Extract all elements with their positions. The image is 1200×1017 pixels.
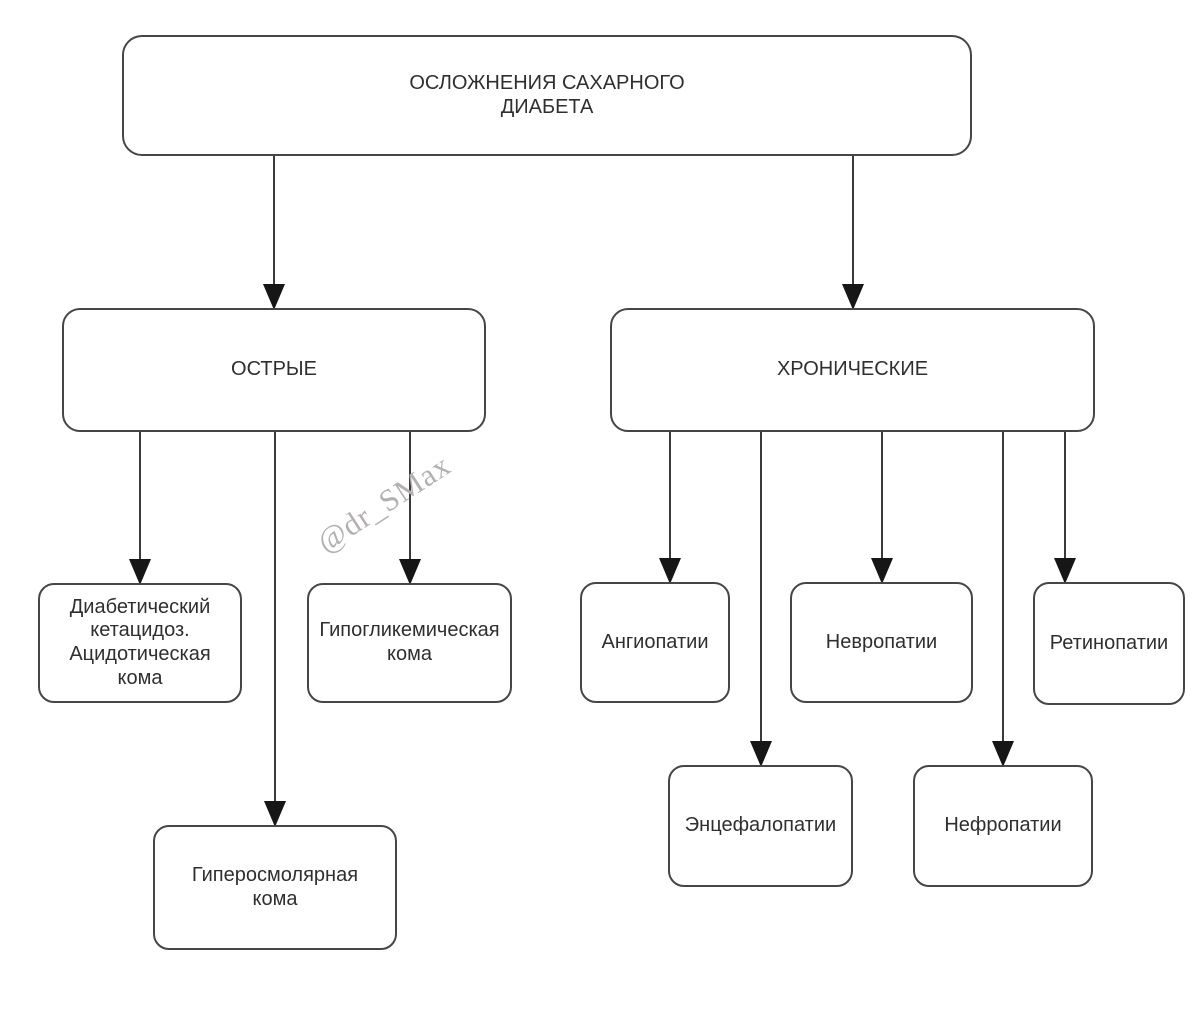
arrowhead-icon — [129, 559, 151, 585]
arrowhead-icon — [263, 284, 285, 310]
node-hyperosmolar-coma: Гиперосмолярная кома — [153, 825, 397, 950]
node-label: ХРОНИЧЕСКИЕ — [776, 358, 929, 381]
arrowhead-icon — [659, 558, 681, 584]
arrowhead-icon — [992, 741, 1014, 767]
node-nephropathies: Нефропатии — [913, 765, 1093, 887]
node-label: Невропатии — [825, 630, 938, 653]
node-neuropathies: Невропатии — [790, 582, 973, 703]
node-label: Гиперосмолярная кома — [191, 863, 359, 910]
node-complications-of-diabetes: ОСЛОЖНЕНИЯ САХАРНОГО ДИАБЕТА — [122, 35, 972, 156]
node-acute: ОСТРЫЕ — [62, 308, 486, 432]
arrowhead-icon — [750, 741, 772, 767]
node-label: Диабетический кетацидоз. Ацидотическая к… — [69, 595, 211, 689]
watermark-text: @dr_SMax — [310, 447, 457, 560]
node-hypoglycemic-coma: Гипогликемическая кома — [307, 583, 512, 703]
node-label: Энцефалопатии — [684, 814, 837, 837]
node-label: Ангиопатии — [601, 630, 709, 653]
arrowhead-icon — [1054, 558, 1076, 584]
node-angiopathies: Ангиопатии — [580, 582, 730, 703]
arrowhead-icon — [842, 284, 864, 310]
node-label: Гипогликемическая кома — [319, 619, 500, 665]
node-diabetic-ketoacidosis-coma: Диабетический кетацидоз. Ацидотическая к… — [38, 583, 242, 703]
node-label: Ретинопатии — [1049, 631, 1169, 654]
arrowhead-icon — [871, 558, 893, 584]
node-label: ОСТРЫЕ — [231, 358, 317, 381]
arrowhead-icon — [264, 801, 286, 827]
node-retinopathies: Ретинопатии — [1033, 582, 1185, 705]
node-label: ОСЛОЖНЕНИЯ САХАРНОГО ДИАБЕТА — [409, 71, 685, 118]
arrowhead-icon — [399, 559, 421, 585]
node-chronic: ХРОНИЧЕСКИЕ — [610, 308, 1095, 432]
node-label: Нефропатии — [944, 814, 1062, 837]
node-encephalopathies: Энцефалопатии — [668, 765, 853, 887]
